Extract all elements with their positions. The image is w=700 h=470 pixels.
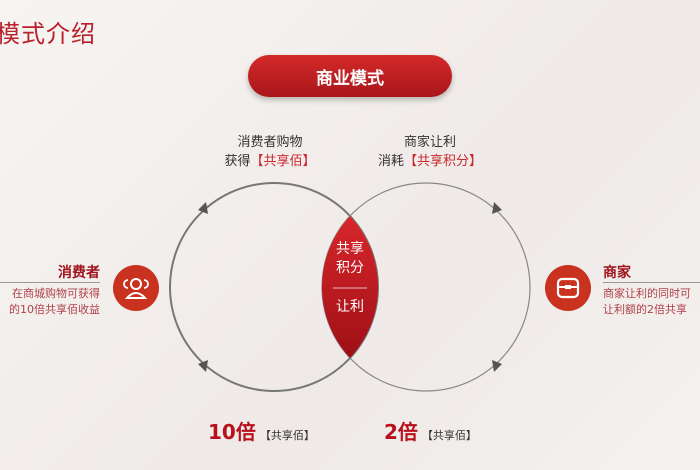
left-caption-tag: 【共享佰】 <box>250 154 316 169</box>
right-caption: 商家让利 消耗【共享积分】 <box>360 133 500 171</box>
right-caption-line1: 商家让利 <box>403 135 456 150</box>
left-caption-line1: 消费者购物 <box>237 135 303 150</box>
merchant-desc-line1: 商家让利的同时可 <box>603 287 691 300</box>
merchant-label: 商家 <box>603 265 631 281</box>
lens-bottom: 让利 <box>336 299 364 315</box>
consumer-desc-line2: 的10倍共享佰收益 <box>9 303 100 316</box>
right-multiplier-tag: 【共享佰】 <box>421 429 477 442</box>
left-multiplier-tag: 【共享佰】 <box>259 429 315 442</box>
right-caption-tag: 【共享积分】 <box>404 154 483 169</box>
left-caption-prefix: 获得 <box>224 154 251 169</box>
business-model-button[interactable]: 商业模式 <box>248 55 452 97</box>
intersection-lens <box>321 216 379 358</box>
right-caption-prefix: 消耗 <box>377 154 404 169</box>
merchant-description: 商家让利的同时可 让利额的2倍共享 <box>603 286 691 318</box>
consumer-desc-line1: 在商城购物可获得 <box>12 287 100 300</box>
arrow-icon <box>198 360 208 372</box>
right-multiplier: 2倍【共享佰】 <box>384 416 477 445</box>
shop-icon <box>545 265 591 311</box>
consumer-label: 消费者 <box>58 265 100 281</box>
lens-mid: 积分 <box>336 260 364 276</box>
lens-top: 共享 <box>336 241 364 257</box>
arrow-icon <box>492 202 502 214</box>
left-caption: 消费者购物 获得【共享佰】 <box>200 133 340 171</box>
left-multiplier: 10倍【共享佰】 <box>208 416 315 445</box>
page-title: 模式介绍 <box>0 20 96 48</box>
consumer-description: 在商城购物可获得 的10倍共享佰收益 <box>9 286 100 318</box>
arrow-icon <box>492 360 502 372</box>
left-multiplier-value: 10倍 <box>208 420 256 444</box>
right-multiplier-value: 2倍 <box>384 420 418 444</box>
arrow-icon <box>198 202 208 214</box>
lens-label-top: 共享 积分 <box>320 240 380 278</box>
merchant-desc-line2: 让利额的2倍共享 <box>603 303 687 316</box>
users-icon <box>113 265 159 311</box>
